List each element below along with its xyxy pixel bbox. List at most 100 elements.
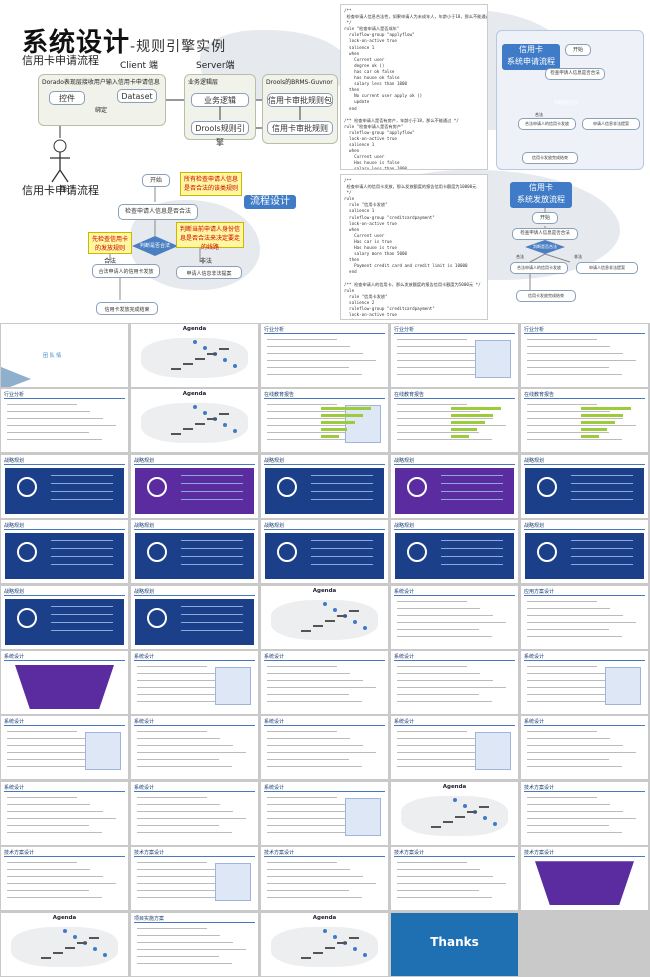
slide-thumbnail[interactable]: 系统设计 bbox=[391, 585, 518, 649]
text-line bbox=[267, 673, 350, 674]
agenda-step bbox=[219, 348, 229, 350]
slide-thumbnail[interactable]: 在线教育报告 bbox=[391, 389, 518, 453]
slide-thumbnail[interactable]: Agenda bbox=[261, 912, 388, 976]
slide-thumbnail[interactable]: 战略规划 bbox=[521, 454, 648, 518]
text-line bbox=[441, 482, 503, 484]
slide-thumbnail[interactable]: 战略规划 bbox=[131, 585, 258, 649]
agenda-dot bbox=[193, 340, 197, 344]
header-rule bbox=[264, 725, 385, 727]
slide-thumbnail[interactable]: 战略规划 bbox=[131, 520, 258, 584]
slide-thumbnail[interactable]: 战略规划 bbox=[1, 520, 128, 584]
section-title-2: 信用卡申请流程 bbox=[22, 184, 99, 197]
slide-thumbnail[interactable]: 系统设计 bbox=[521, 716, 648, 780]
slide-thumbnail[interactable]: 行业分析 bbox=[521, 324, 648, 387]
slide-thumbnail[interactable]: 战略规划 bbox=[521, 520, 648, 584]
content-graphic bbox=[345, 797, 381, 836]
slide-thumbnail[interactable]: 战略规划 bbox=[261, 454, 388, 518]
slide-thumbnail[interactable]: 战略规划 bbox=[391, 520, 518, 584]
text-line bbox=[267, 876, 363, 878]
slide-thumbnail[interactable]: 应用方案设计 bbox=[521, 585, 648, 649]
text-line bbox=[267, 404, 337, 406]
text-line bbox=[397, 738, 480, 740]
text-line bbox=[267, 745, 363, 747]
slide-title: 战略规划 bbox=[4, 523, 25, 530]
slide-thumbnail[interactable]: 在线教育报告 bbox=[261, 389, 388, 453]
header-rule bbox=[524, 594, 645, 596]
text-line bbox=[527, 680, 623, 681]
rule-code-block-1: /** 检查申请人信息合法性，如果申请人为未成年人，年龄小于18，那么不能通过 … bbox=[340, 4, 488, 170]
slide-thumbnail[interactable]: 战略规划 bbox=[131, 454, 258, 518]
agenda-step bbox=[467, 810, 477, 813]
text-line bbox=[7, 817, 116, 819]
slide-title: 战略规划 bbox=[4, 588, 25, 595]
header-rule bbox=[524, 398, 645, 400]
slide-thumbnail[interactable]: 系统设计 bbox=[1, 651, 128, 714]
slide-thumbnail[interactable]: 技术方案设计 bbox=[261, 847, 388, 911]
text-line bbox=[397, 346, 480, 347]
slide-thumbnail[interactable]: 战略规划 bbox=[1, 454, 128, 518]
slide-thumbnail[interactable]: 项目实施方案 bbox=[131, 912, 258, 976]
slide-thumbnail[interactable]: 技术方案设计 bbox=[521, 781, 648, 845]
slide-thumbnail[interactable]: 行业分析 bbox=[261, 324, 388, 387]
text-line bbox=[397, 666, 467, 667]
slide-title: 战略规划 bbox=[134, 588, 155, 595]
text-line bbox=[7, 796, 77, 798]
header-rule bbox=[4, 856, 125, 858]
slide-thumbnail[interactable]: 系统设计 bbox=[1, 781, 128, 845]
slide-thumbnail[interactable]: 技术方案设计 bbox=[521, 847, 648, 911]
cover-decoration bbox=[1, 367, 31, 387]
slide-thumbnail[interactable]: 战略规划 bbox=[391, 454, 518, 518]
text-line bbox=[397, 745, 493, 747]
header-rule bbox=[264, 856, 385, 858]
slide-thumbnail[interactable]: Agenda bbox=[131, 389, 258, 453]
slide-thumbnail[interactable]: 系统设计 bbox=[131, 651, 258, 714]
slide-title: 行业分析 bbox=[524, 327, 545, 333]
slide-thumbnail[interactable]: 系统设计 bbox=[261, 716, 388, 780]
slide-thumbnail[interactable]: 团 队 情 bbox=[1, 324, 128, 387]
slide-thumbnail[interactable]: Agenda bbox=[261, 585, 388, 649]
agenda-map bbox=[271, 599, 378, 640]
agenda-dot bbox=[93, 946, 97, 951]
slide-thumbnail[interactable]: 系统设计 bbox=[131, 716, 258, 780]
text-line bbox=[527, 803, 610, 805]
slide-thumbnail[interactable]: 技术方案设计 bbox=[131, 847, 258, 911]
agenda-step bbox=[183, 363, 193, 365]
text-line bbox=[267, 367, 349, 368]
slide-thumbnail[interactable]: Agenda bbox=[391, 781, 518, 845]
text-line bbox=[527, 745, 623, 747]
text-line bbox=[397, 883, 506, 885]
slide-thumbnail[interactable]: 系统设计 bbox=[1, 716, 128, 780]
slide-thumbnail[interactable]: 行业分析 bbox=[1, 389, 128, 453]
text-line bbox=[267, 824, 349, 826]
circle-icon bbox=[17, 542, 37, 563]
text-line bbox=[137, 962, 232, 964]
agenda-step bbox=[479, 805, 489, 808]
text-line bbox=[527, 621, 636, 623]
text-line bbox=[267, 687, 376, 688]
slide-thumbnail[interactable]: Agenda bbox=[131, 324, 258, 387]
text-line bbox=[51, 605, 113, 607]
slide-thumbnail[interactable]: 系统设计 bbox=[521, 651, 648, 714]
slide-thumbnail[interactable]: 系统设计 bbox=[391, 716, 518, 780]
slide-thumbnail[interactable]: 技术方案设计 bbox=[1, 847, 128, 911]
slide-thumbnail[interactable]: 系统设计 bbox=[131, 781, 258, 845]
slide-thumbnail[interactable]: Agenda bbox=[1, 912, 128, 976]
slide-thumbnail[interactable]: Thanks bbox=[391, 912, 518, 976]
slide-thumbnail[interactable]: 系统设计 bbox=[261, 651, 388, 714]
header-rule bbox=[4, 594, 125, 596]
text-line bbox=[51, 482, 113, 484]
text-line bbox=[137, 927, 207, 929]
slide-thumbnail[interactable]: 战略规划 bbox=[1, 585, 128, 649]
slide-thumbnail[interactable]: 行业分析 bbox=[391, 324, 518, 387]
slide-thumbnail[interactable]: 技术方案设计 bbox=[391, 847, 518, 911]
slide-thumbnail[interactable]: 在线教育报告 bbox=[521, 389, 648, 453]
content-graphic bbox=[345, 405, 381, 444]
slide-thumbnail[interactable]: 系统设计 bbox=[261, 781, 388, 845]
text-line bbox=[267, 353, 363, 354]
content-graphic bbox=[475, 732, 511, 771]
hero-slide: 系统设计-规则引擎实例 信用卡申请流程 Client 端 Server端 Dor… bbox=[0, 0, 650, 322]
slide-thumbnail[interactable]: 战略规划 bbox=[261, 520, 388, 584]
slide-title: 技术方案设计 bbox=[4, 850, 35, 857]
slide-thumbnail[interactable]: 系统设计 bbox=[391, 651, 518, 714]
text-line bbox=[527, 817, 636, 819]
